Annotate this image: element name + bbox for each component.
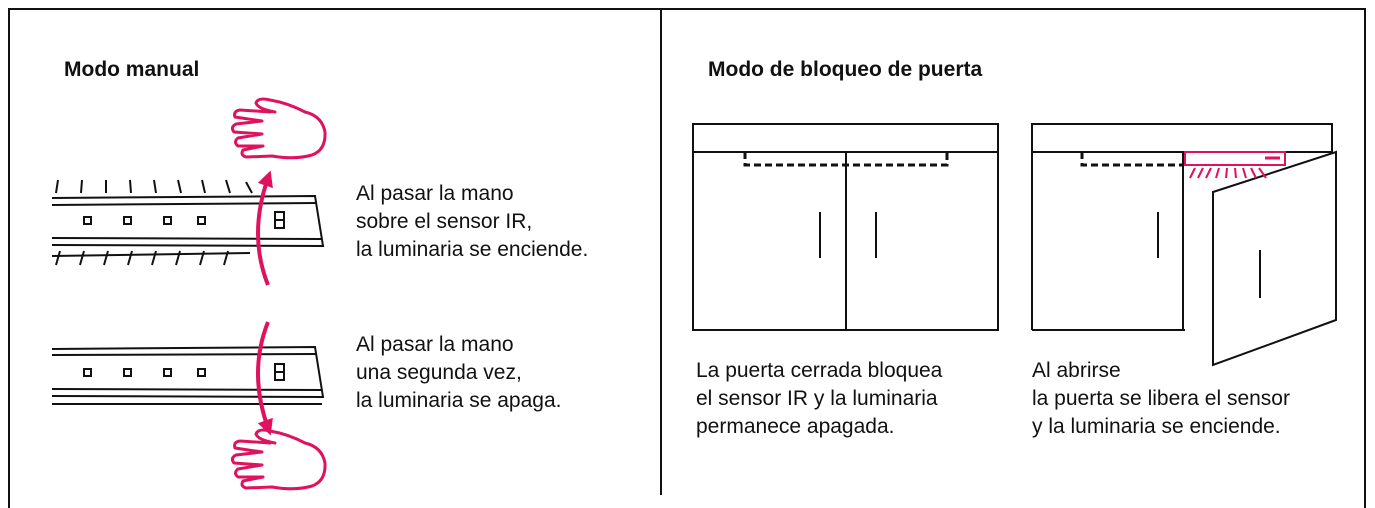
door-lock-mode-title: Modo de bloqueo de puerta — [708, 58, 983, 81]
panel-divider — [660, 8, 662, 495]
manual-off-caption: Al pasar la mano una segunda vez, la lum… — [356, 333, 562, 412]
cabinet-icon — [692, 123, 999, 331]
hand-icon — [230, 428, 327, 491]
hand-icon — [230, 97, 327, 160]
door-closed-caption: La puerta cerrada bloquea el sensor IR y… — [696, 359, 943, 438]
manual-on-caption: Al pasar la mano sobre el sensor IR, la … — [356, 182, 589, 261]
led-strip-icon — [1184, 151, 1286, 179]
led-strip-icon — [51, 345, 325, 405]
illustration — [51, 97, 1337, 491]
arrow-down-icon — [256, 321, 273, 436]
led-strip-icon — [51, 179, 325, 266]
door-open-caption: Al abrirse la puerta se libera el sensor… — [1032, 359, 1290, 438]
arrow-up-icon — [256, 170, 273, 286]
manual-mode-title: Modo manual — [64, 58, 200, 81]
diagram-frame — [8, 8, 1366, 508]
